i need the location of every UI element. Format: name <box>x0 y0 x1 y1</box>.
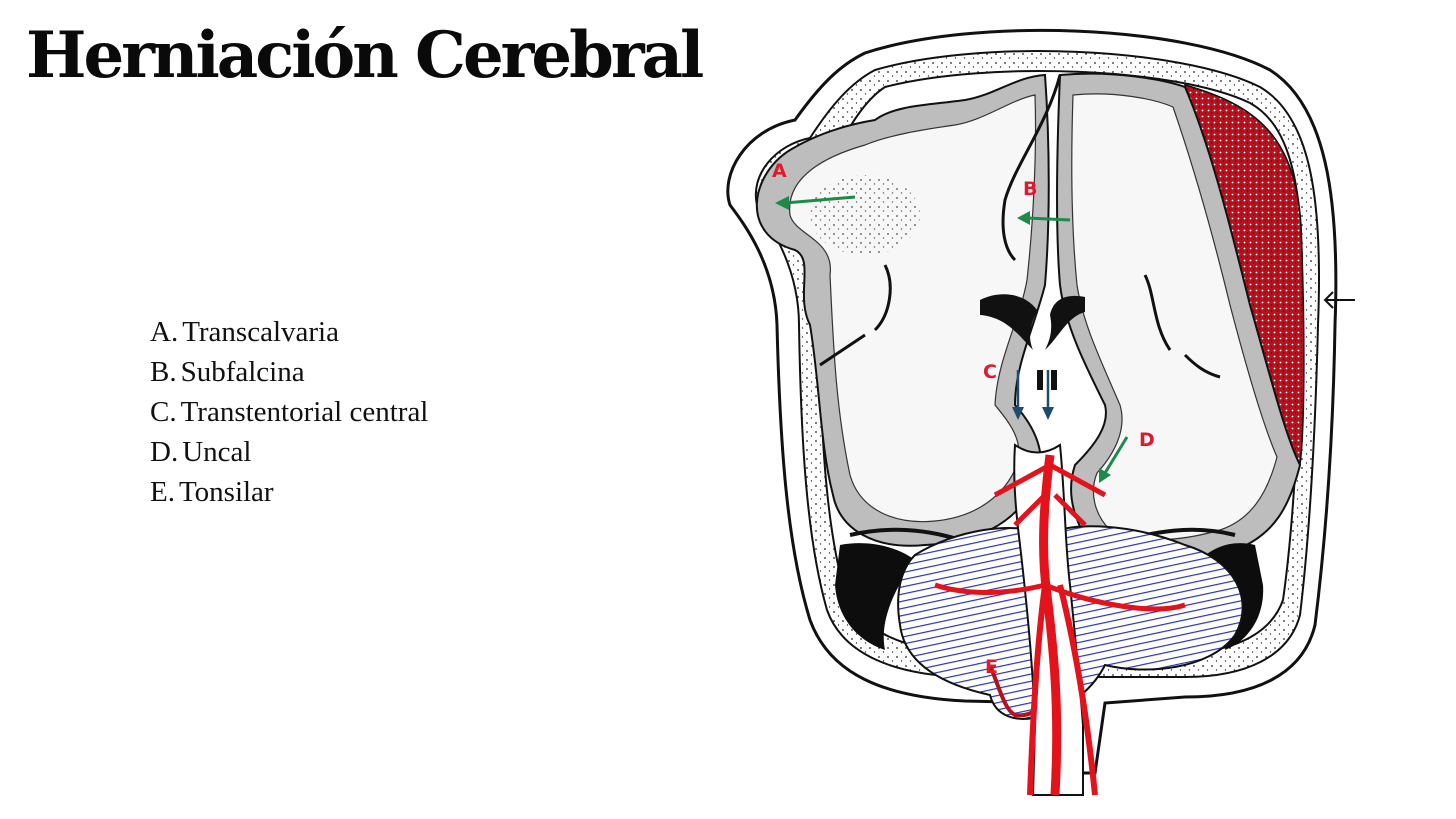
left-sulcus <box>819 264 892 367</box>
arrow-a-head <box>775 196 789 210</box>
herniation-types-list: A.Transcalvaria B.Subfalcina C.Transtent… <box>150 312 428 512</box>
edema-stipple <box>810 175 920 255</box>
list-item: C.Transtentorial central <box>150 392 428 432</box>
list-item: A.Transcalvaria <box>150 312 428 352</box>
arrow-d-head <box>1099 468 1111 483</box>
list-item-label: Tonsilar <box>178 476 274 508</box>
arrow-d <box>1103 436 1129 474</box>
list-item: D.Uncal <box>150 432 428 472</box>
list-item-letter: E. <box>150 476 175 508</box>
list-item: B.Subfalcina <box>150 352 428 392</box>
list-item: E.Tonsilar <box>150 472 428 512</box>
list-item-letter: C. <box>150 396 177 428</box>
arrow-c-right-head <box>1042 407 1054 420</box>
right-pointer-arrow <box>1323 291 1355 309</box>
lateral-ventricle-right <box>1045 295 1085 350</box>
right-sulcus <box>1143 274 1221 379</box>
cerebral-artery-branches <box>934 462 1186 612</box>
falx-cerebri <box>1001 74 1062 262</box>
arrow-b <box>1026 216 1071 222</box>
page-title: Herniación Cerebral <box>26 18 704 93</box>
list-item-label: Transcalvaria <box>182 316 339 348</box>
label-c: C <box>983 361 997 383</box>
label-d: D <box>1139 429 1155 451</box>
basilar-artery <box>1039 454 1062 796</box>
list-item-label: Transtentorial central <box>180 396 429 428</box>
lateral-ventricle-left <box>980 294 1037 350</box>
third-ventricle <box>1037 370 1043 390</box>
arrow-b-head <box>1017 211 1030 225</box>
label-a: A <box>772 160 787 182</box>
label-b: B <box>1023 178 1037 200</box>
vertebral-artery-right <box>1057 584 1098 796</box>
arrow-c-left-head <box>1012 407 1024 420</box>
vertebral-artery-left <box>1027 584 1048 796</box>
cisterna-magna-left <box>835 543 915 650</box>
list-item-letter: A. <box>150 316 179 348</box>
right-hemisphere-white-matter <box>1071 93 1278 541</box>
third-ventricle-right <box>1051 370 1057 390</box>
label-e: E <box>985 656 998 678</box>
list-item-label: Subfalcina <box>180 356 305 388</box>
list-item-letter: D. <box>150 436 179 468</box>
list-item-label: Uncal <box>182 436 252 468</box>
brain-herniation-illustration: A B C D E <box>726 28 1355 796</box>
list-item-letter: B. <box>150 356 177 388</box>
arrow-a <box>784 195 856 205</box>
